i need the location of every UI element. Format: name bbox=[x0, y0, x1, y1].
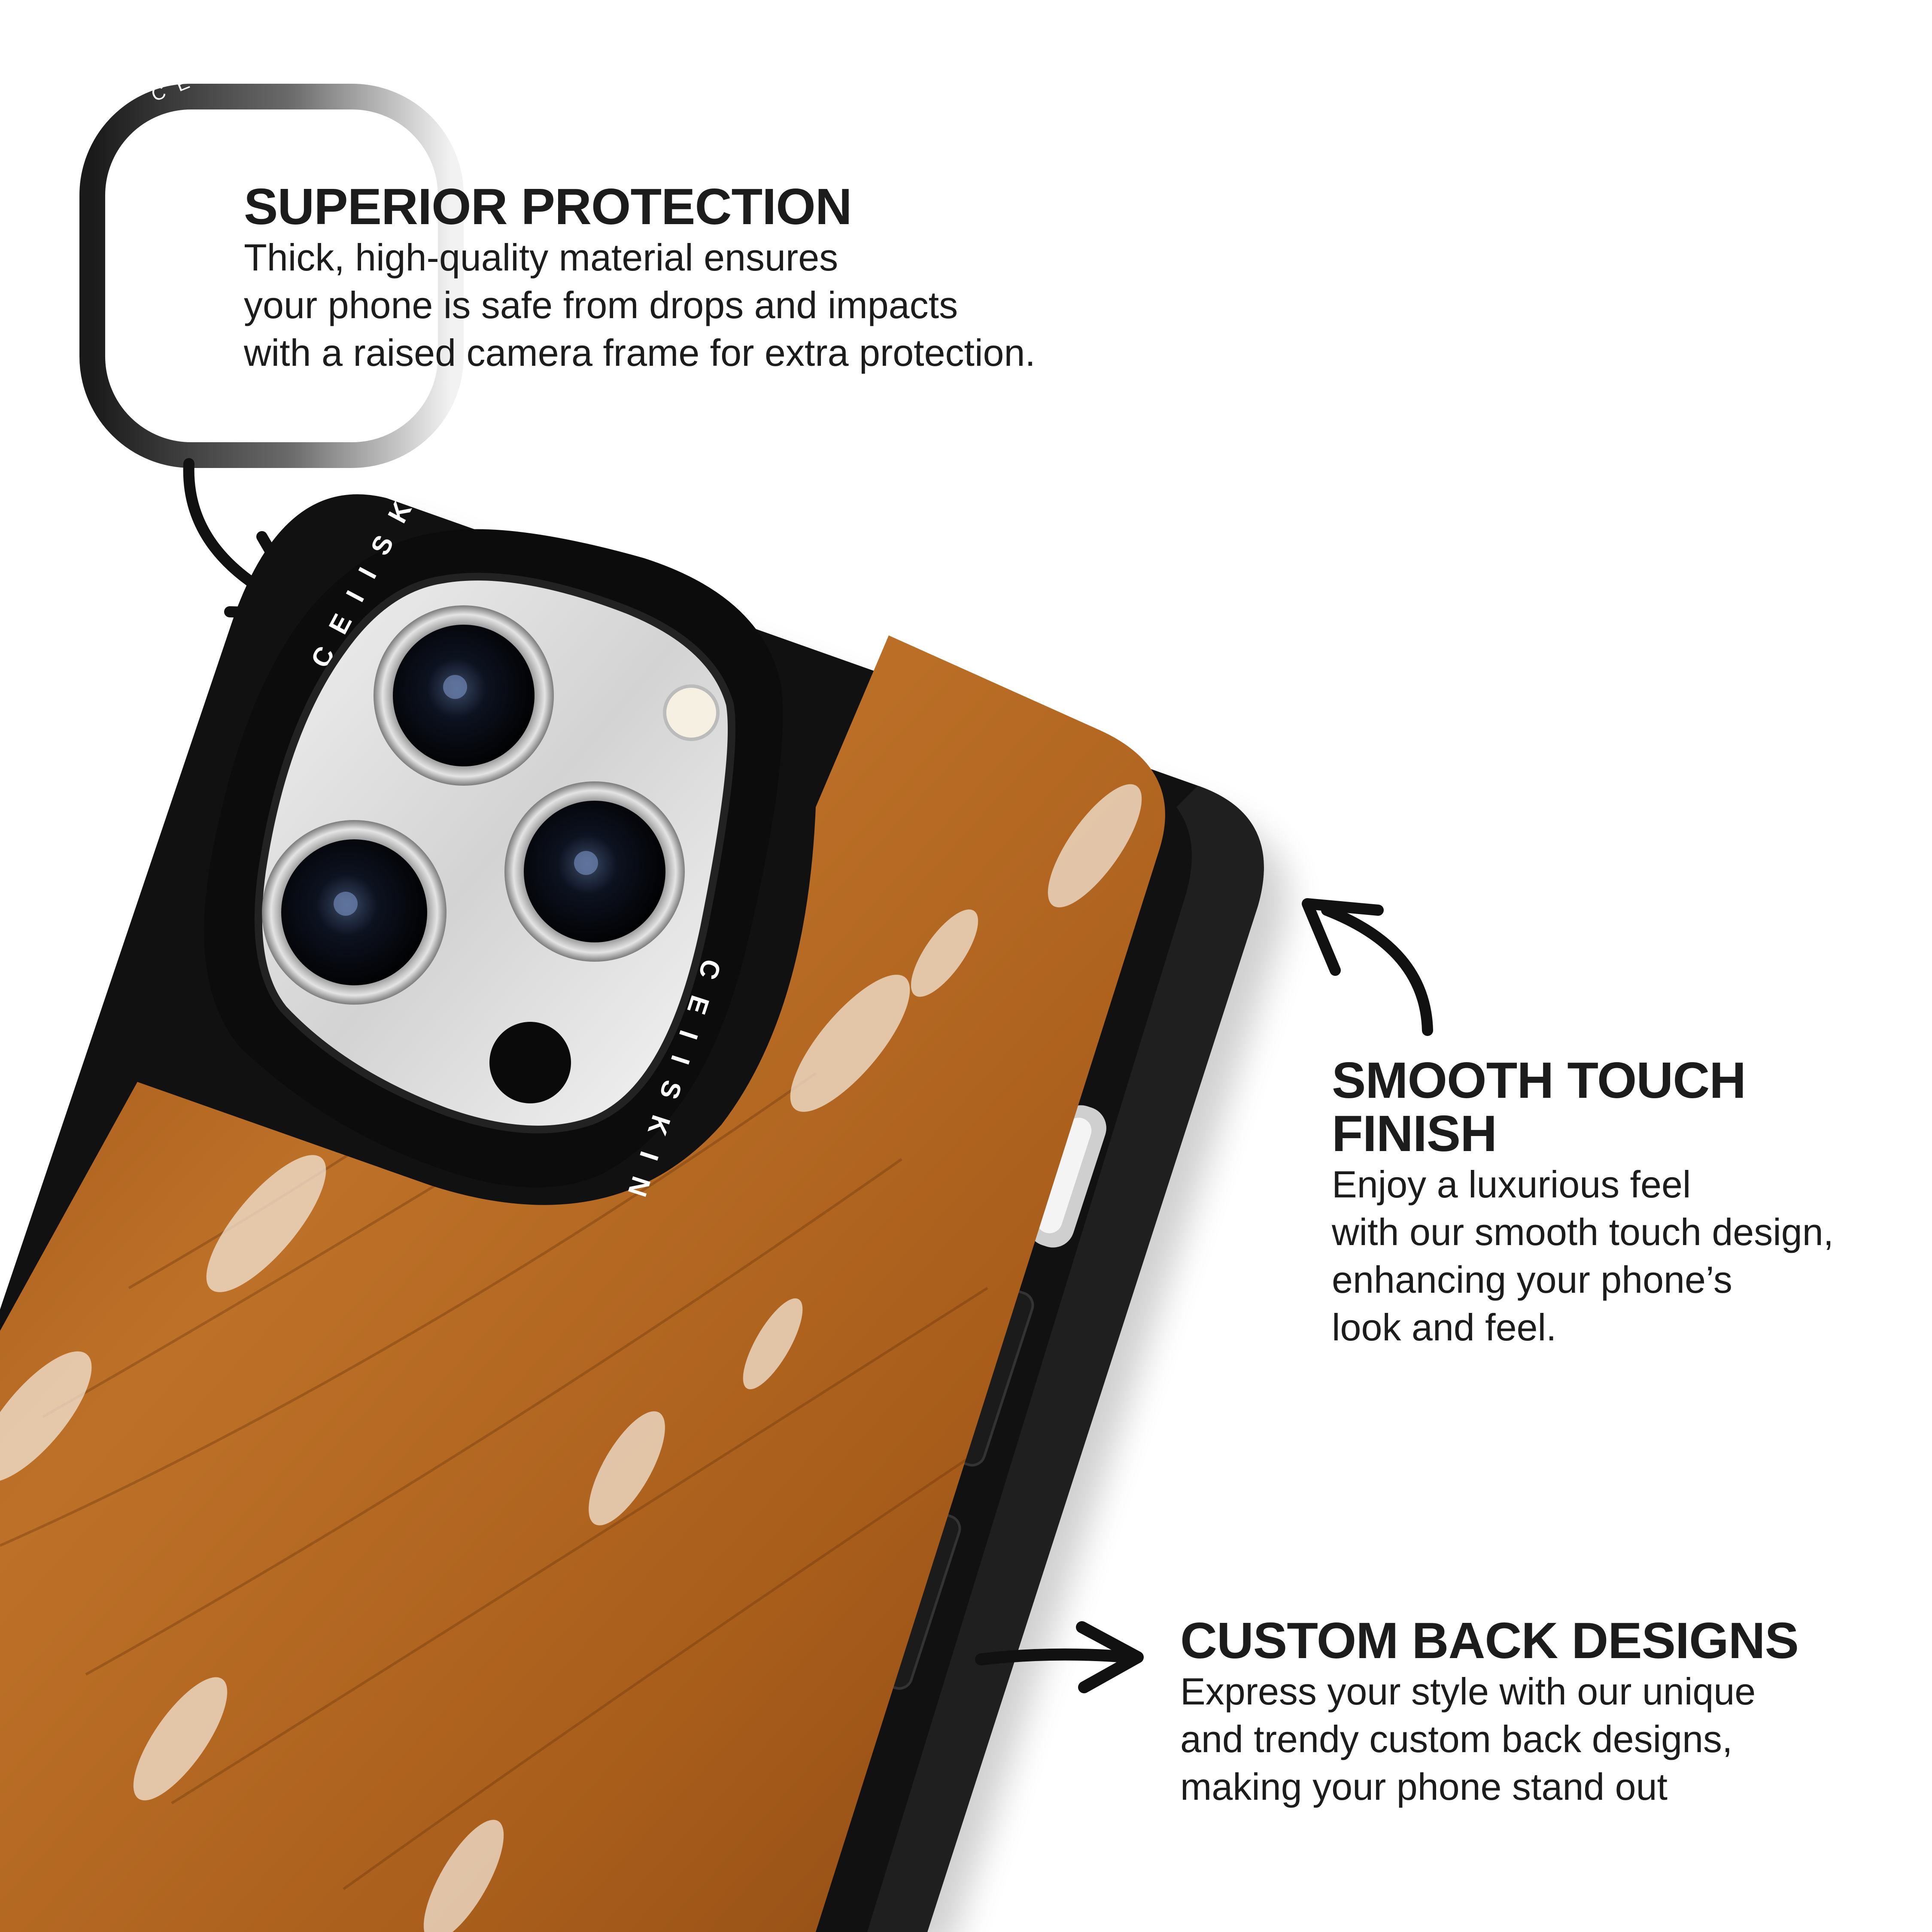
phone-case: CEIISKIN CEIISKIN bbox=[0, 423, 1289, 1932]
feature-title: SMOOTH TOUCH FINISH bbox=[1332, 1052, 1746, 1162]
curved-arrow-icon bbox=[1302, 898, 1433, 1036]
feature-title: SUPERIOR PROTECTION bbox=[244, 178, 852, 235]
camera-lens bbox=[504, 781, 685, 962]
camera-lens bbox=[374, 605, 554, 786]
camera-lens bbox=[262, 820, 447, 1005]
microphone bbox=[489, 1022, 571, 1103]
feature-title: CUSTOM BACK DESIGNS bbox=[1180, 1612, 1799, 1669]
feature-description: Express your style with our unique and t… bbox=[1180, 1670, 1756, 1808]
feature-smooth-touch-finish: SMOOTH TOUCH FINISH Enjoy a luxurious fe… bbox=[1332, 1054, 1907, 1351]
feature-description: Thick, high-quality material ensures you… bbox=[244, 236, 1036, 374]
straight-arrow-icon bbox=[975, 1621, 1144, 1693]
feature-custom-back-designs: CUSTOM BACK DESIGNS Express your style w… bbox=[1180, 1614, 1910, 1810]
feature-description: Enjoy a luxurious feel with our smooth t… bbox=[1332, 1163, 1834, 1349]
flash bbox=[663, 684, 720, 741]
feature-superior-protection: SUPERIOR PROTECTION Thick, high-quality … bbox=[244, 180, 1188, 377]
